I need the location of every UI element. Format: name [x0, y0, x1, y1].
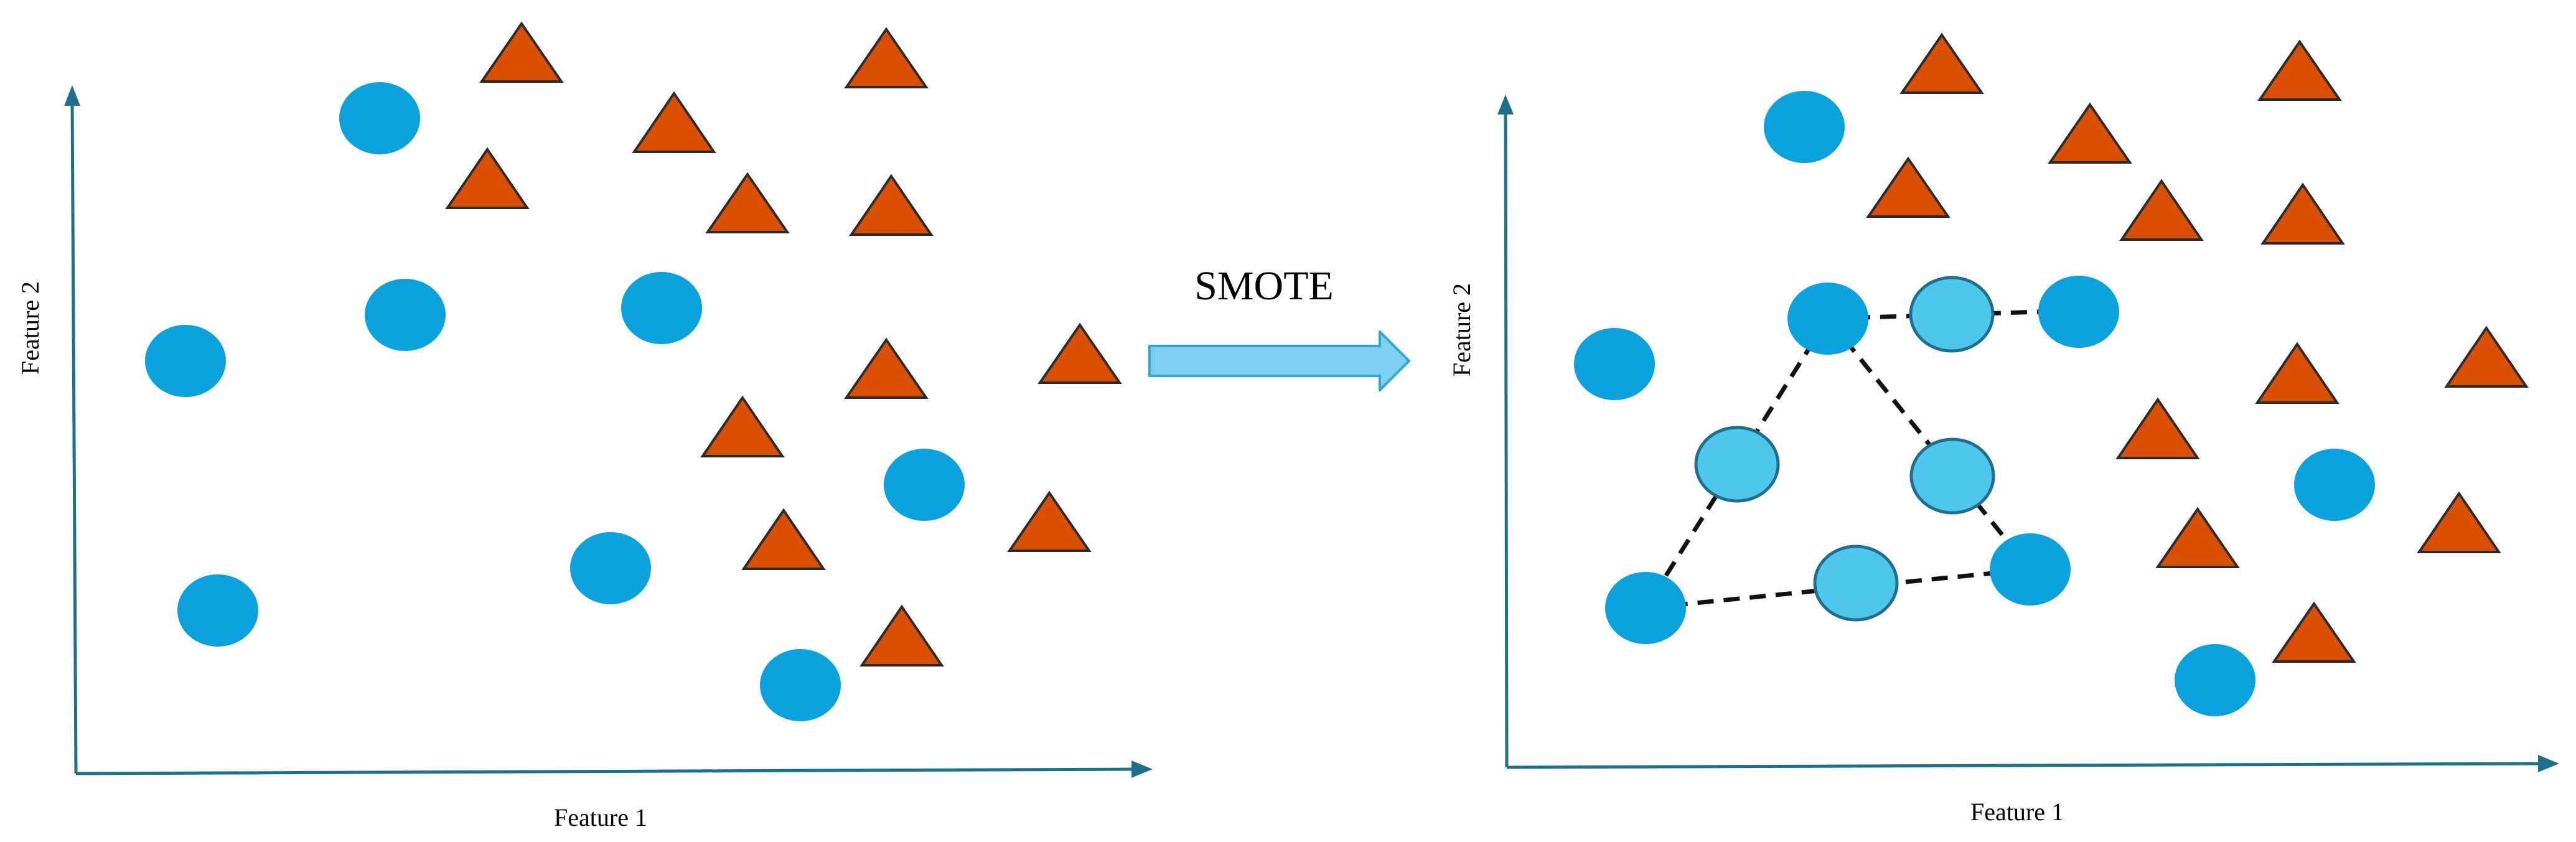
left-y-axis-label: Feature 2: [16, 281, 44, 375]
left-panel: Feature 1 Feature 2: [16, 21, 1153, 831]
majority-point: [1037, 322, 1122, 384]
minority-point: [884, 449, 965, 521]
majority-point: [1899, 32, 1984, 94]
left-x-axis-label: Feature 1: [554, 803, 647, 831]
minority-point: [177, 574, 258, 647]
minority-point: [2038, 276, 2119, 348]
minority-point: [1605, 572, 1686, 644]
majority-point: [2257, 39, 2342, 101]
minority-point: [2175, 644, 2255, 716]
minority-point: [760, 649, 841, 721]
minority-point: [1574, 328, 1655, 400]
majority-point: [2260, 182, 2345, 245]
smote-transform-arrow: SMOTE: [1148, 263, 1410, 391]
right-arrow-icon: [1148, 330, 1410, 391]
right-y-axis: [1497, 95, 1514, 768]
synthetic-point: [1813, 545, 1899, 622]
synthetic-point: [1694, 426, 1780, 503]
minority-point: [2294, 449, 2375, 521]
majority-point: [2272, 601, 2356, 663]
majority-point: [700, 395, 785, 457]
minority-point: [1787, 283, 1868, 355]
right-x-axis: [1506, 755, 2559, 772]
minority-point: [339, 82, 420, 154]
majority-point: [632, 91, 716, 153]
right-panel: Feature 1 Feature 2: [1448, 32, 2559, 826]
majority-point: [705, 172, 790, 233]
majority-point: [2155, 507, 2240, 568]
majority-point: [741, 508, 826, 570]
majority-point: [2119, 179, 2204, 241]
minority-point: [621, 272, 702, 344]
smote-label: SMOTE: [1194, 263, 1334, 309]
majority-point: [445, 147, 530, 209]
majority-point: [2115, 397, 2200, 459]
right-y-axis-label: Feature 2: [1448, 283, 1476, 377]
synthetic-point: [1909, 437, 1995, 515]
left-x-axis: [75, 760, 1153, 778]
majority-point: [2444, 325, 2529, 388]
majority-point: [844, 337, 929, 399]
majority-point: [1866, 156, 1951, 218]
minority-point: [1990, 533, 2071, 606]
interpolation-line: [1827, 308, 2079, 321]
left-y-axis: [64, 85, 80, 774]
minority-point: [1764, 91, 1845, 163]
right-data-points: [1574, 32, 2529, 716]
majority-point: [859, 604, 944, 667]
majority-point: [2048, 102, 2132, 164]
minority-point: [365, 279, 446, 351]
minority-point: [570, 532, 651, 604]
majority-point: [2417, 491, 2501, 553]
majority-point: [2255, 342, 2339, 404]
right-x-axis-label: Feature 1: [1970, 798, 2064, 826]
majority-point: [1007, 490, 1092, 552]
synthetic-point: [1909, 276, 1995, 353]
minority-point: [145, 325, 226, 397]
majority-point: [844, 27, 929, 88]
majority-point: [479, 21, 564, 83]
majority-point: [849, 174, 934, 236]
left-data-points: [145, 21, 1122, 721]
